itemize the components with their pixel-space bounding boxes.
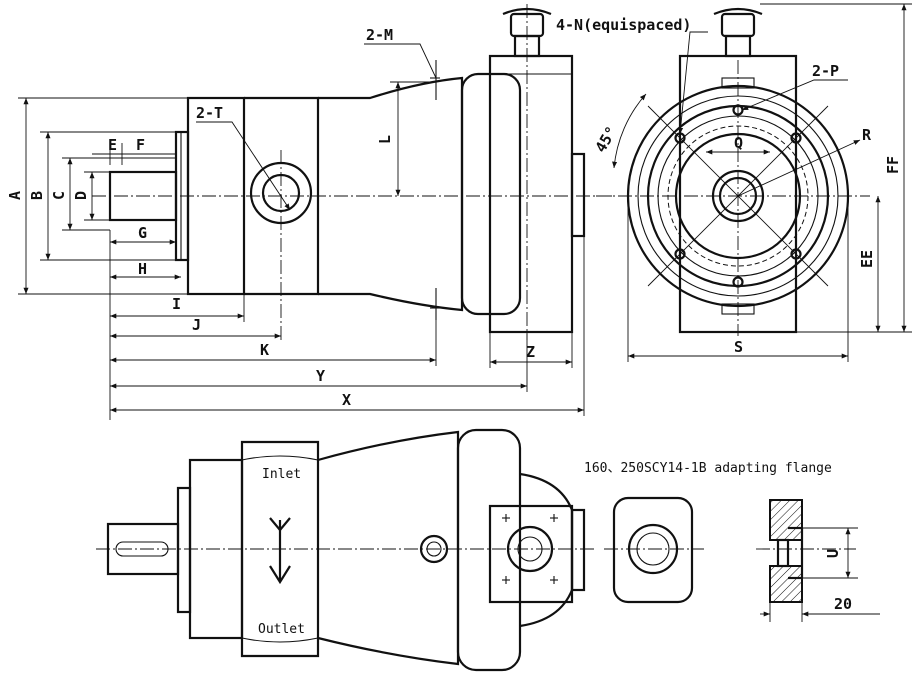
adapting-flange [604, 496, 880, 622]
label-J: J [192, 316, 201, 334]
label-Q: Q [734, 134, 743, 152]
label-X: X [342, 391, 351, 409]
label-B: B [28, 191, 46, 200]
label-R: R [862, 126, 872, 144]
front-view [18, 4, 612, 420]
label-inlet: Inlet [262, 467, 301, 482]
label-G: G [138, 224, 147, 242]
label-U: U [824, 549, 842, 558]
top-view [96, 428, 596, 672]
label-I: I [172, 295, 181, 313]
label-2M: 2-M [366, 26, 393, 44]
label-2P: 2-P [812, 62, 839, 80]
label-2T: 2-T [196, 104, 223, 122]
label-outlet: Outlet [258, 622, 305, 637]
label-S: S [734, 338, 743, 356]
label-20: 20 [834, 595, 852, 613]
side-view [596, 3, 912, 362]
label-D: D [72, 191, 90, 200]
label-Z: Z [526, 343, 535, 361]
flange-title: 160、250SCY14-1B adapting flange [584, 461, 832, 476]
label-Y: Y [316, 367, 325, 385]
label-FF: FF [884, 156, 902, 174]
label-EE: EE [858, 250, 876, 268]
label-L: L [376, 135, 394, 144]
label-A: A [6, 191, 24, 200]
label-K: K [260, 341, 269, 359]
label-F: F [136, 136, 145, 154]
label-C: C [50, 191, 68, 200]
dimension-labels: A B C D E F G H I J K L Y X Z 2-M 2-T 4-… [6, 16, 902, 637]
label-4N: 4-N(equispaced) [556, 16, 691, 34]
label-E: E [108, 136, 117, 154]
label-H: H [138, 260, 147, 278]
